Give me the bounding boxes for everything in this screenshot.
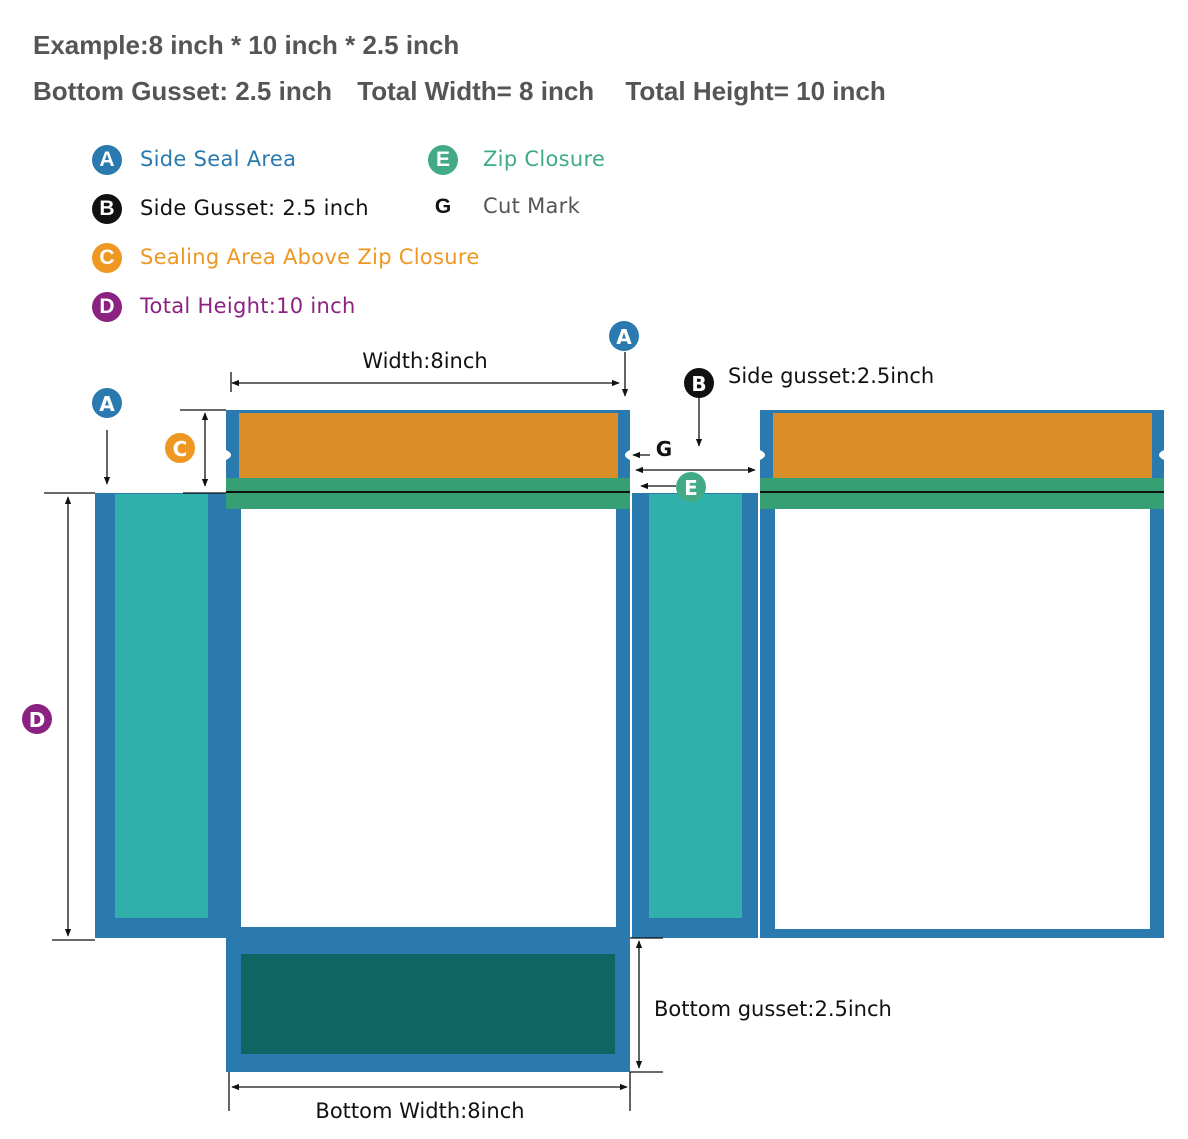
front-panel: [226, 410, 630, 938]
cut-mark-notch: [760, 450, 765, 460]
example-dimensions: Example:8 inch * 10 inch * 2.5 inch: [33, 30, 460, 60]
legend-badge-g: G: [434, 195, 452, 218]
legend-badge-e: E: [428, 145, 458, 175]
back-panel: [760, 410, 1164, 938]
diagram-badge-b: B: [684, 368, 714, 398]
badge-letter: D: [29, 708, 46, 732]
legend-side-seal-area: Side Seal Area: [140, 147, 297, 171]
front-panel-window: [241, 509, 616, 927]
back-seal-above-zip: [773, 413, 1152, 478]
diagram-badge-d: D: [22, 704, 52, 734]
bottom-gusset-panel: [226, 938, 630, 1072]
header-line-2: Bottom Gusset: 2.5 inch Total Width= 8 i…: [33, 76, 904, 107]
header-line-1: Example:8 inch * 10 inch * 2.5 inch: [33, 30, 477, 61]
total-width: Total Width= 8 inch: [357, 76, 595, 106]
diagram-cut-mark-g: G: [656, 437, 672, 461]
diagram-badge-a-top: A: [609, 321, 639, 351]
legend-zip-closure: Zip Closure: [483, 147, 606, 171]
legend-cut-mark: Cut Mark: [483, 194, 581, 218]
badge-letter: A: [616, 325, 632, 349]
legend-total-height: Total Height:10 inch: [140, 294, 356, 318]
side-gusset-label: Side gusset:2.5inch: [728, 364, 934, 388]
back-panel-window: [775, 509, 1150, 929]
front-seal-above-zip: [239, 413, 618, 478]
left-side-gusset-panel: [95, 493, 228, 938]
diagram-badge-e: E: [676, 472, 706, 502]
bottom-gusset-label: Bottom gusset:2.5inch: [654, 997, 892, 1021]
diagram-badge-a-left: A: [92, 388, 122, 418]
cut-mark-notch: [625, 450, 630, 460]
cut-mark-notch: [1159, 450, 1164, 460]
badge-letter: B: [691, 372, 706, 396]
diagram-badge-c: C: [165, 433, 195, 463]
badge-letter: C: [173, 437, 188, 461]
legend-side-gusset: Side Gusset: 2.5 inch: [140, 196, 369, 220]
legend-badge-d: D: [92, 292, 122, 322]
bottom-gusset-total: Bottom Gusset: 2.5 inch: [33, 76, 333, 106]
front-zip-closure: [226, 478, 630, 509]
bottom-width-label: Bottom Width:8inch: [315, 1099, 524, 1123]
middle-side-gusset-panel: [632, 493, 758, 938]
width-label: Width:8inch: [362, 349, 487, 373]
legend-badge-a: A: [92, 145, 122, 175]
cut-mark-notch: [226, 450, 231, 460]
badge-letter: E: [684, 476, 698, 500]
legend-sealing-area-above-zip: Sealing Area Above Zip Closure: [140, 245, 480, 269]
total-height: Total Height= 10 inch: [625, 76, 886, 106]
legend-badge-c: C: [92, 243, 122, 273]
badge-letter: A: [99, 392, 115, 416]
legend-badge-b: B: [92, 194, 122, 224]
back-zip-closure: [760, 478, 1164, 509]
